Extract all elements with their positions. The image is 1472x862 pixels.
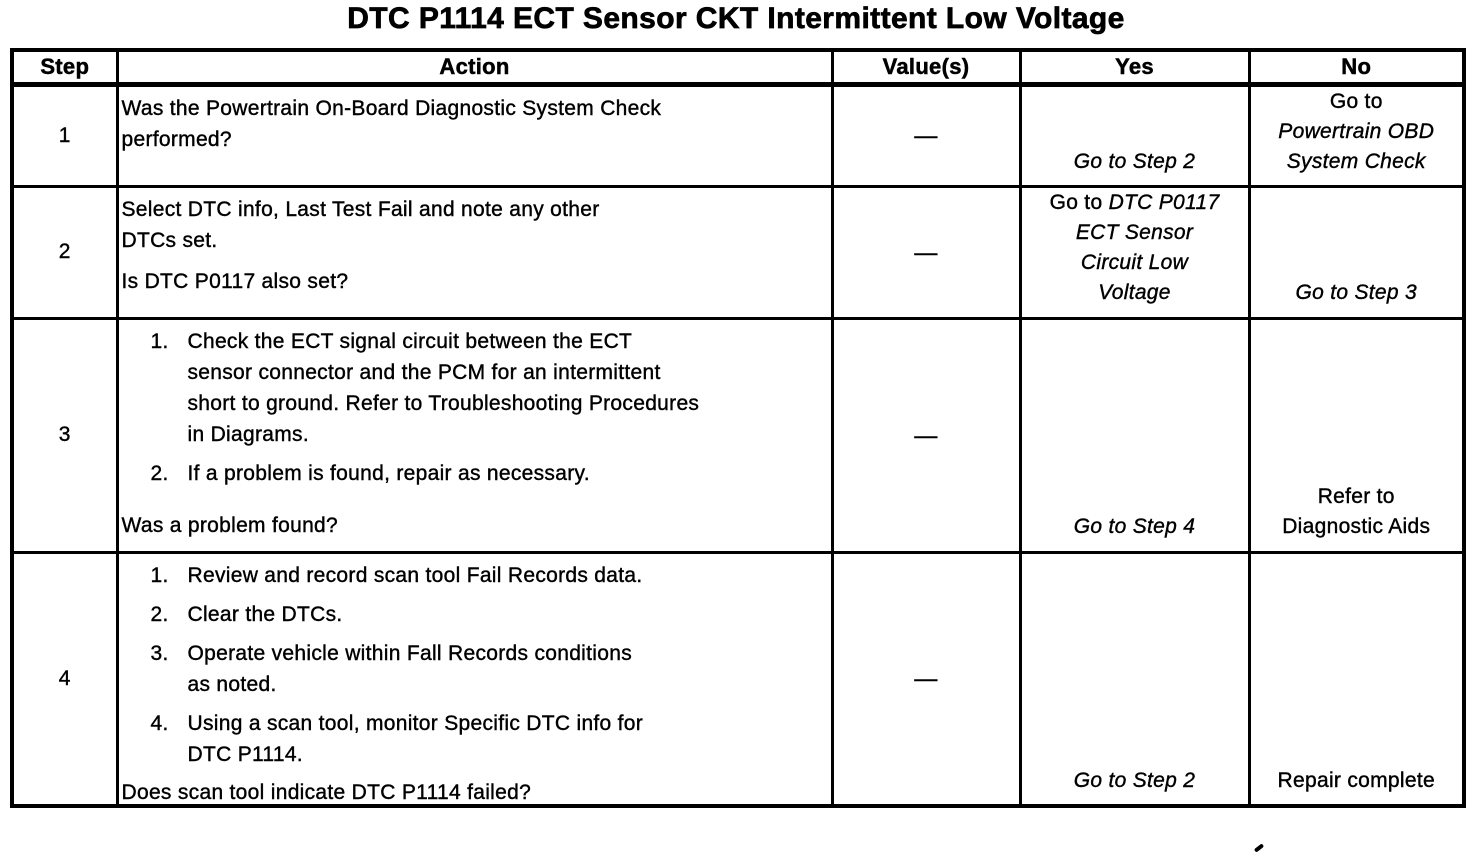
step-cell: 2 — [10, 184, 119, 320]
result-text-segment: Go to Step 3 — [1295, 280, 1417, 304]
action-content: 1. Review and record scan tool Fail Recor… — [119, 554, 831, 803]
result-line: Go to Step 2 — [1074, 147, 1196, 177]
action-question: Does scan tool indicate DTC P1114 failed… — [121, 780, 532, 804]
list-item-number: 4. — [150, 711, 169, 735]
value-cell: — — [830, 184, 1022, 320]
action-cell: Was the Powertrain On-Board Diagnostic S… — [115, 82, 834, 188]
result-line: Go to Step 4 — [1074, 512, 1196, 542]
yes-cell: Go to Step 4 — [1018, 316, 1251, 554]
no-cell: Go to Step 3 — [1247, 184, 1466, 320]
yes-content: Go to Step 2 — [1022, 554, 1248, 802]
list-item-number: 1. — [150, 329, 169, 353]
yes-content: Go to Step 2 — [1022, 87, 1248, 183]
value-cell: — — [830, 316, 1022, 554]
action-list-item: 1. Review and record scan tool Fail Recor… — [122, 560, 825, 591]
value-cell: — — [830, 550, 1022, 808]
action-question: Was a problem found? — [121, 513, 339, 537]
list-item-number: 2. — [150, 602, 169, 626]
no-content: Go to Step 3 — [1251, 188, 1463, 314]
action-list-item: 2. If a problem is found, repair as neces… — [122, 458, 825, 489]
action-paragraph: Select DTC info, Last Test Fail and note… — [121, 197, 600, 252]
step-cell: 1 — [10, 82, 119, 188]
scan-artifact-mark — [1253, 843, 1265, 853]
action-list-item: 2. Clear the DTCs. — [122, 599, 825, 630]
result-text-segment: Refer to — [1317, 484, 1395, 508]
list-item-text: Operate vehicle within Fall Records cond… — [187, 641, 633, 696]
result-text-segment: Go to — [1049, 190, 1109, 214]
result-line: Circuit Low — [1081, 248, 1188, 278]
result-text-segment: Powertrain OBD — [1278, 119, 1435, 143]
no-content: Refer to Diagnostic Aids — [1251, 320, 1463, 548]
no-cell: Repair complete — [1247, 550, 1466, 808]
action-content: Select DTC info, Last Test Fail and note… — [119, 188, 831, 314]
result-text-segment: Repair complete — [1277, 768, 1435, 792]
list-item-number: 1. — [150, 563, 169, 587]
action-cell: Select DTC info, Last Test Fail and note… — [115, 184, 834, 320]
action-list-item: 4. Using a scan tool, monitor Specific DT… — [122, 708, 825, 770]
result-line: Go to — [1330, 87, 1383, 117]
result-text-segment: Diagnostic Aids — [1282, 514, 1431, 538]
list-item-number: 3. — [150, 641, 169, 665]
action-cell: 1. Check the ECT signal circuit between t… — [115, 316, 834, 554]
action-list-item: 3. Operate vehicle within Fall Records co… — [122, 638, 825, 700]
result-text-segment: Go to Step 4 — [1073, 514, 1196, 538]
page-title: DTC P1114 ECT Sensor CKT Intermittent Lo… — [347, 2, 1125, 36]
result-text-segment: Go to Step 2 — [1073, 768, 1196, 792]
result-text-segment: DTC P0117 — [1108, 190, 1220, 214]
action-paragraph: Is DTC P0117 also set? — [121, 269, 349, 293]
step-cell: 4 — [10, 550, 119, 808]
column-header-no: No — [1247, 48, 1466, 87]
action-content: 1. Check the ECT signal circuit between t… — [119, 320, 831, 548]
action-paragraph: Was the Powertrain On-Board Diagnostic S… — [121, 96, 662, 151]
action-cell: 1. Review and record scan tool Fail Recor… — [115, 550, 834, 808]
list-item-text: Using a scan tool, monitor Specific DTC … — [187, 711, 644, 766]
list-item-text: Check the ECT signal circuit between the… — [187, 329, 700, 446]
result-line: ECT Sensor — [1076, 218, 1193, 248]
no-cell: Go to Powertrain OBD System Check — [1247, 82, 1466, 188]
no-content: Go to Powertrain OBD System Check — [1251, 87, 1463, 183]
list-item-text: If a problem is found, repair as necessa… — [187, 461, 590, 485]
result-line: Go to Step 2 — [1074, 766, 1196, 796]
list-item-number: 2. — [150, 461, 169, 485]
list-item-text: Clear the DTCs. — [187, 602, 343, 626]
column-header-yes: Yes — [1018, 48, 1251, 87]
result-line: System Check — [1287, 147, 1426, 177]
result-line: Powertrain OBD — [1278, 117, 1434, 147]
result-text-segment: ECT Sensor — [1075, 220, 1194, 244]
result-text-segment: System Check — [1286, 149, 1426, 173]
column-header-values: Value(s) — [830, 48, 1022, 87]
action-list-item: 1. Check the ECT signal circuit between t… — [122, 326, 825, 450]
no-cell: Refer to Diagnostic Aids — [1247, 316, 1466, 554]
yes-cell: Go to Step 2 — [1018, 82, 1251, 188]
result-text-segment: Voltage — [1098, 280, 1171, 304]
yes-content: Go to Step 4 — [1022, 320, 1248, 548]
result-text-segment: Circuit Low — [1080, 250, 1189, 274]
action-content: Was the Powertrain On-Board Diagnostic S… — [119, 87, 831, 183]
result-line: Refer to — [1317, 482, 1395, 512]
column-header-action: Action — [115, 48, 834, 87]
result-line: Diagnostic Aids — [1282, 512, 1430, 542]
table-row: 4 1. Review and record scan tool Fail Reco… — [10, 550, 1466, 808]
yes-cell: Go to Step 2 — [1018, 550, 1251, 808]
value-cell: — — [830, 82, 1022, 188]
step-cell: 3 — [10, 316, 119, 554]
result-text-segment: Go to Step 2 — [1073, 149, 1196, 173]
no-content: Repair complete — [1251, 554, 1463, 802]
result-line: Go to DTC P0117 — [1049, 188, 1220, 218]
result-line: Repair complete — [1277, 766, 1435, 796]
list-item-text: Review and record scan tool Fail Records… — [187, 563, 643, 587]
table-row: 3 1. Check the ECT signal circuit between … — [10, 316, 1466, 554]
result-line: Voltage — [1098, 278, 1171, 308]
result-text-segment: Go to — [1329, 89, 1383, 113]
column-header-step: Step — [10, 48, 119, 87]
result-line: Go to Step 3 — [1295, 278, 1417, 308]
